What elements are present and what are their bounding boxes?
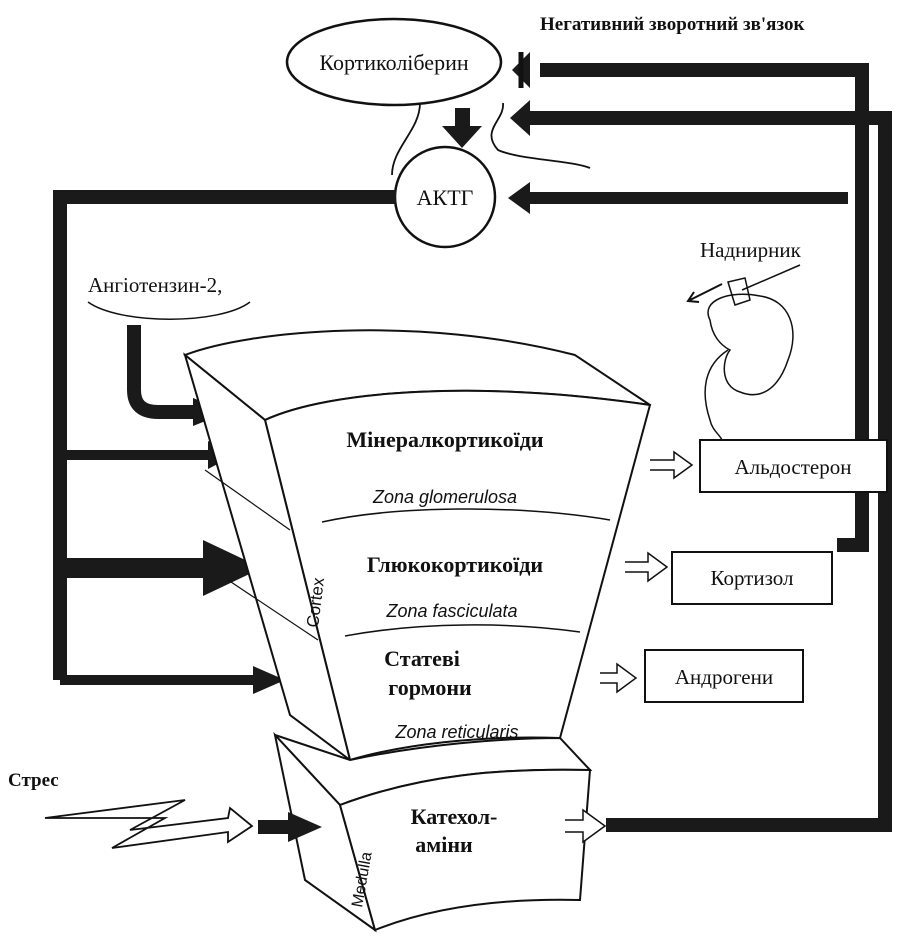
acth-to-reticularis-head — [253, 666, 285, 694]
catecholamines-output-arrow — [565, 808, 607, 844]
mineralocorticoids-label: Мінералкортикоїди — [346, 427, 544, 452]
aldosterone-output-arrow — [650, 450, 694, 480]
cortex-front-face — [263, 389, 652, 762]
zona-glomerulosa-label: Zona glomerulosa — [372, 487, 517, 507]
adrenal-gland-label: Наднирник — [700, 238, 802, 262]
corticoliberin-label: Кортиколіберин — [319, 50, 468, 75]
adrenal-pointer-arrow — [686, 283, 723, 303]
androgens-label: Андрогени — [675, 665, 773, 689]
stress-lightning-icon — [44, 799, 254, 849]
pituitary-outline — [391, 102, 591, 176]
androgens-box — [644, 649, 804, 703]
cortisol-box — [671, 551, 833, 605]
corticoliberin-node — [285, 17, 503, 107]
angiotensin-underline — [87, 301, 251, 320]
angiotensin-label: Ангіотензин-2, — [88, 273, 222, 297]
acth-output-loop — [53, 190, 396, 680]
sex-hormones-label-line1: Статеві — [384, 646, 460, 671]
acth-to-fasciculata-head — [203, 540, 262, 596]
diagram-title: Негативний зворотний зв'язок — [540, 14, 804, 35]
catecholamines-label-line1: Катехол- — [411, 804, 498, 829]
stress-to-medulla-head — [288, 812, 322, 842]
corticoliberin-to-acth-arrow — [442, 108, 482, 148]
feedback-arrowhead-2 — [510, 100, 530, 136]
cortex-left-divider-2 — [227, 579, 319, 641]
angiotensin-arrow — [127, 325, 195, 419]
glucocorticoids-label: Глюкокортикоїди — [367, 552, 543, 577]
cortisol-label: Кортизол — [711, 566, 794, 590]
feedback-loop-corticoliberin — [540, 63, 869, 552]
kidney-adrenal-icon — [704, 264, 801, 441]
sex-hormones-label-line2: гормони — [388, 675, 472, 700]
aldosterone-label: Альдостерон — [735, 455, 852, 479]
zona-fasciculata-label: Zona fasciculata — [385, 601, 517, 621]
aldosterone-box — [699, 439, 888, 493]
zone-divider-2 — [344, 624, 581, 637]
feedback-arrowhead-3 — [508, 182, 530, 214]
stress-label: Стрес — [8, 770, 59, 791]
catecholamines-label-line2: аміни — [415, 832, 473, 857]
androgens-output-arrow — [600, 662, 638, 694]
zone-divider-1 — [321, 508, 611, 523]
cortex-left-divider-1 — [204, 469, 291, 531]
zona-reticularis-label: Zona reticularis — [394, 722, 518, 742]
acth-label: АКТГ — [417, 185, 474, 210]
cortisol-output-arrow — [625, 551, 669, 583]
